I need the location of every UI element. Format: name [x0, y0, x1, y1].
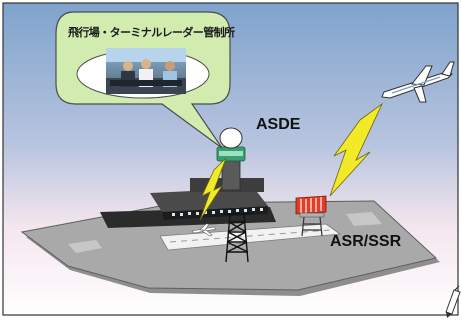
control-tower-shaft: [221, 159, 241, 191]
taxiway-notch-right: [346, 212, 382, 226]
asr-ssr-label: ASR/SSR: [330, 233, 402, 250]
control-room-photo: [106, 48, 186, 94]
pen-icon: [445, 285, 461, 318]
control-tower-cab-window: [219, 151, 243, 156]
taxiway-notch-left: [68, 240, 102, 253]
asr-ssr-radar: [295, 195, 327, 237]
aircraft-on-runway: [191, 223, 217, 237]
callout-title: 飛行場・ターミナルレーダー管制所: [68, 26, 235, 39]
asde-radome: [219, 127, 243, 149]
terminal-windows: [172, 208, 263, 216]
lightning-bolt-tower-link: [199, 157, 227, 221]
runway: [159, 223, 342, 251]
airborne-aircraft: [381, 61, 455, 103]
asde-label: ASDE: [256, 116, 301, 133]
lattice-tower: [224, 213, 250, 263]
runway-centerline: [169, 229, 331, 243]
lightning-bolt-aircraft-link: [329, 102, 384, 197]
